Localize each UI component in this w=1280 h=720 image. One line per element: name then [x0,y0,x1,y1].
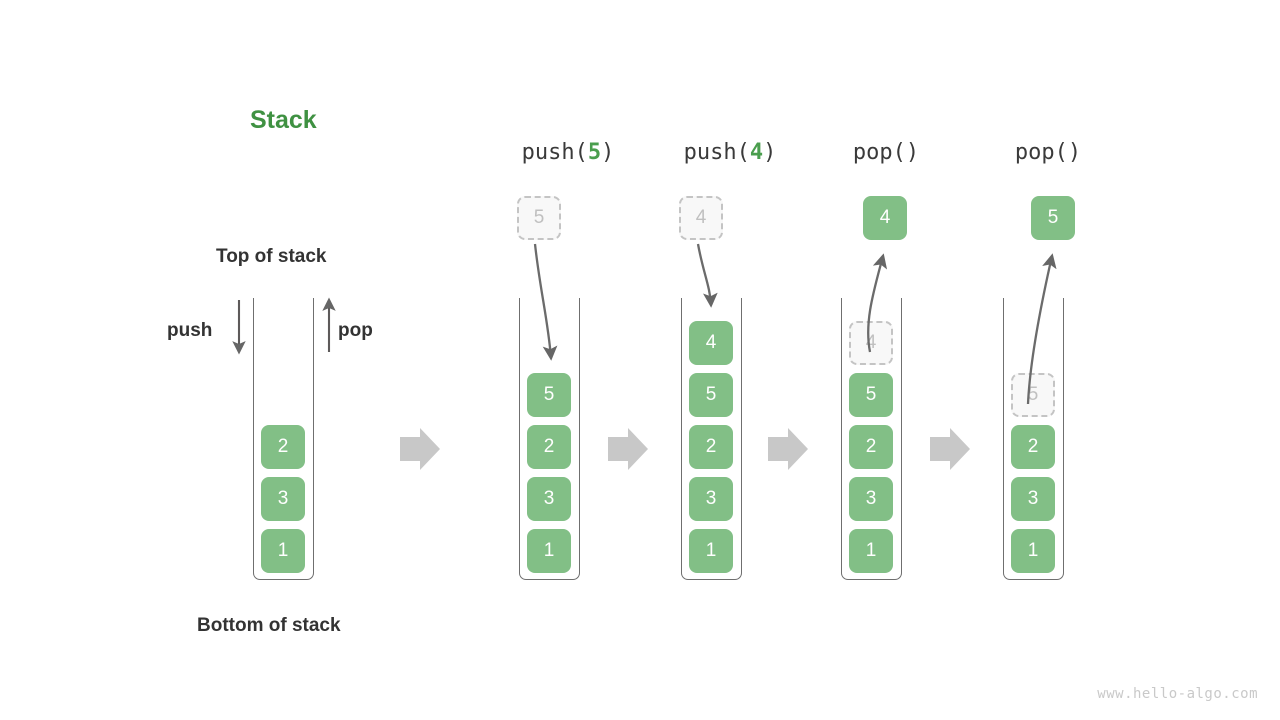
stack-item: 1 [527,529,571,573]
transition-arrow [400,428,440,470]
stack-item: 2 [1011,425,1055,469]
stack-container [841,298,902,580]
stack-item: 5 [849,373,893,417]
incoming-ghost-box: 4 [679,196,723,240]
stack-column-push-5: 5 5 2 3 1 [517,0,649,720]
stack-item: 1 [689,529,733,573]
stack-item: 1 [849,529,893,573]
op-header-text: pop( [852,140,906,165]
stack-item: 3 [1011,477,1055,521]
stack-column-pop-2: 5 5 2 3 1 [1003,0,1133,720]
op-header-suffix: ) [601,140,615,165]
stack-item: 2 [527,425,571,469]
stack-item: 3 [527,477,571,521]
stack-item: 3 [261,477,305,521]
op-header-pop-1: pop() [826,140,946,165]
op-header-text: push( [683,140,750,165]
incoming-ghost-box: 5 [517,196,561,240]
popped-value-box: 4 [863,196,907,240]
op-header-text: pop( [1014,140,1068,165]
stack-item: 5 [689,373,733,417]
op-header-suffix: ) [1067,140,1082,165]
op-header-push-4: push(4) [670,140,790,165]
stack-column-push-4: 4 4 5 2 3 1 [679,0,811,720]
op-header-suffix: ) [763,140,777,165]
push-label: push [167,320,213,341]
op-header-arg: 5 [587,140,602,165]
stack-item: 3 [849,477,893,521]
top-of-stack-label: Top of stack [216,246,327,267]
stack-item: 1 [261,529,305,573]
watermark: www.hello-algo.com [1097,686,1258,702]
stack-item: 2 [849,425,893,469]
op-header-push-5: push(5) [508,140,628,165]
stack-item: 4 [689,321,733,365]
stack-column-initial: 2 3 1 [253,0,383,720]
stack-column-pop-1: 4 4 5 2 3 1 [841,0,971,720]
op-header-pop-2: pop() [988,140,1108,165]
removed-ghost-box: 4 [849,321,893,365]
op-header-text: push( [521,140,588,165]
popped-value-box: 5 [1031,196,1075,240]
stack-item: 2 [689,425,733,469]
stack-item: 3 [689,477,733,521]
stack-item: 1 [1011,529,1055,573]
stack-container [519,298,580,580]
stack-container [1003,298,1064,580]
stack-container [253,298,314,580]
stack-item: 5 [527,373,571,417]
op-header-suffix: ) [905,140,920,165]
pop-label: pop [338,320,373,341]
stack-item: 2 [261,425,305,469]
removed-ghost-box: 5 [1011,373,1055,417]
bottom-of-stack-label: Bottom of stack [197,615,341,636]
op-header-arg: 4 [749,140,764,165]
page-title: Stack [250,106,317,134]
stack-container [681,298,742,580]
